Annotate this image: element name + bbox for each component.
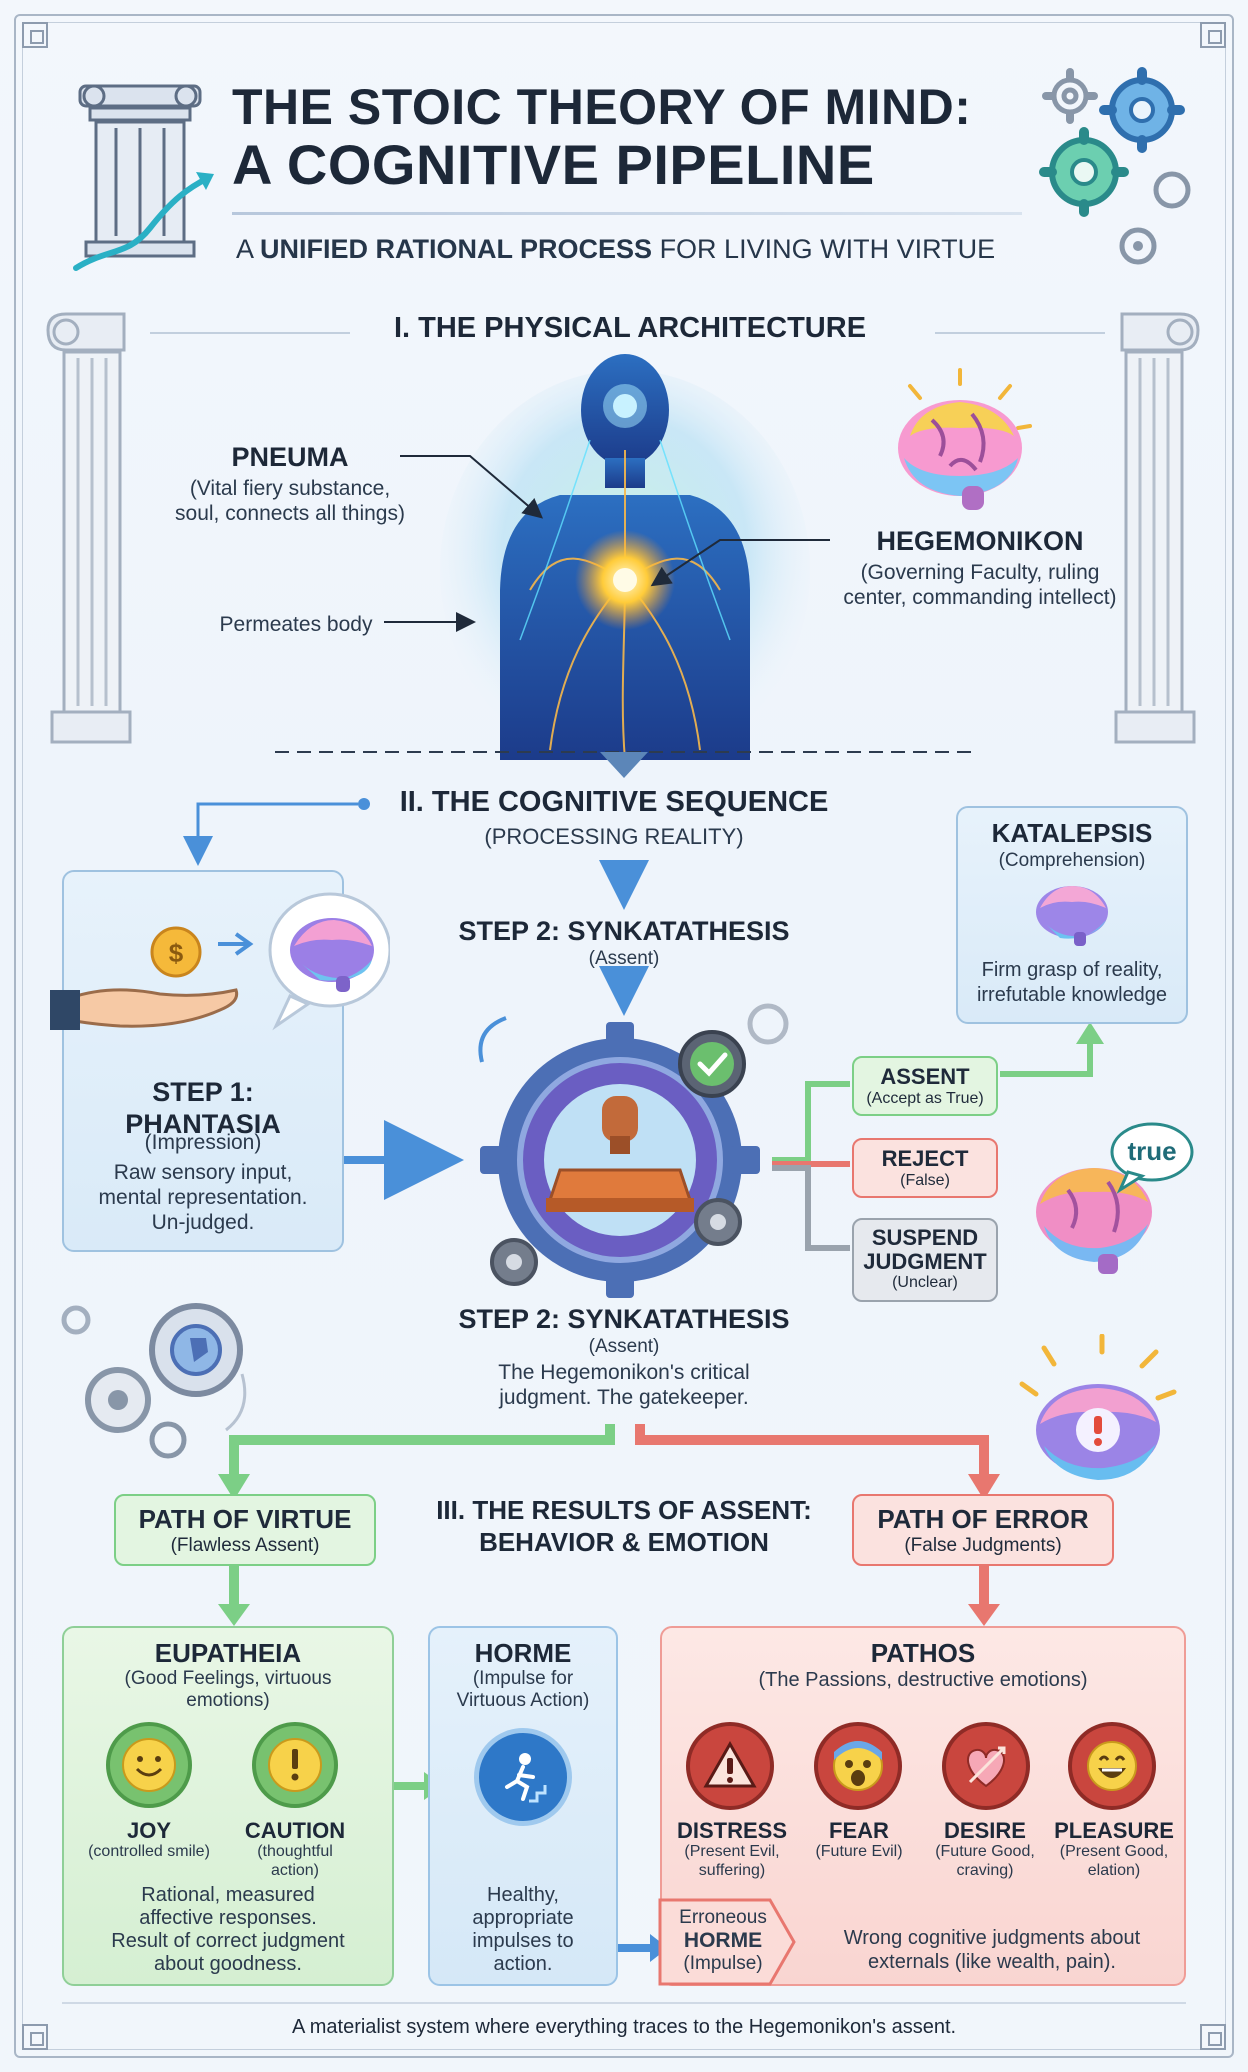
column-growth-icon bbox=[73, 84, 214, 271]
ionic-column-right bbox=[1114, 312, 1200, 744]
brain-true-bubble-icon bbox=[1036, 1122, 1194, 1274]
pathos-description: Wrong cognitive judgments about external… bbox=[843, 1927, 1141, 1973]
inner-frame bbox=[22, 22, 1226, 2050]
katalepsis-description: Firm grasp of reality, irrefutable knowl… bbox=[976, 959, 1168, 1006]
step1-title: STEP 1: PHANTASIA bbox=[125, 1077, 281, 1139]
hegemonikon-description: (Governing Faculty, ruling center, comma… bbox=[843, 561, 1117, 609]
hand-coin-brain-illustration: $ bbox=[50, 892, 390, 1031]
step2-bottom-sub: (Assent) bbox=[588, 1336, 660, 1357]
step2-top-title: STEP 2: SYNKATATHESIS bbox=[458, 916, 790, 946]
permeates-body-label: Permeates body bbox=[219, 613, 373, 636]
fear-sub: (Future Evil) bbox=[815, 1843, 903, 1860]
pathos-sub: (The Passions, destructive emotions) bbox=[758, 1669, 1088, 1691]
corner-ornament-top-left bbox=[22, 22, 48, 48]
caution-thinking-icon bbox=[252, 1722, 338, 1808]
distress-sub: (Present Evil, suffering) bbox=[684, 1843, 780, 1879]
title-line-2: A COGNITIVE PIPELINE bbox=[232, 133, 875, 196]
pleasure-sub: (Present Good, elation) bbox=[1059, 1843, 1169, 1879]
path-of-virtue: PATH OF VIRTUE (Flawless Assent) bbox=[114, 1494, 376, 1566]
reject-outcome: REJECT (False) bbox=[852, 1138, 998, 1198]
section1-heading: I. THE PHYSICAL ARCHITECTURE bbox=[393, 312, 867, 344]
distress-label: DISTRESS bbox=[676, 1818, 788, 1843]
joy-sub: (controlled smile) bbox=[88, 1843, 210, 1860]
katalepsis-brain-icon bbox=[1036, 886, 1108, 946]
pathos-title: PATHOS bbox=[870, 1638, 976, 1668]
pleasure-grin-icon bbox=[1068, 1722, 1156, 1810]
alert-brain-icon bbox=[1019, 1334, 1177, 1480]
step2-bottom-title: STEP 2: SYNKATATHESIS bbox=[458, 1304, 790, 1334]
title-rule bbox=[232, 212, 1022, 215]
eupatheia-description: Rational, measured affective responses. … bbox=[111, 1884, 345, 1975]
fear-face-icon bbox=[814, 1722, 902, 1810]
horme-sub: (Impulse for Virtuous Action) bbox=[456, 1668, 590, 1711]
footer-caption: A materialist system where everything tr… bbox=[291, 2016, 957, 2038]
section2-heading: II. THE COGNITIVE SEQUENCE bbox=[399, 786, 829, 818]
pleasure-label: PLEASURE bbox=[1054, 1818, 1174, 1843]
human-figure-illustration bbox=[440, 354, 810, 760]
processing-gears-icon bbox=[61, 1303, 247, 1459]
distress-warning-icon bbox=[686, 1722, 774, 1810]
step2-bottom-description: The Hegemonikon's critical judgment. The… bbox=[498, 1361, 750, 1409]
step2-top-sub: (Assent) bbox=[588, 948, 660, 969]
ionic-column-left bbox=[46, 312, 132, 744]
subtitle: A UNIFIED RATIONAL PROCESS FOR LIVING WI… bbox=[236, 234, 996, 264]
joy-smile-icon bbox=[106, 1722, 192, 1808]
path-of-error: PATH OF ERROR (False Judgments) bbox=[852, 1494, 1114, 1566]
section2-subheading: (PROCESSING REALITY) bbox=[484, 824, 744, 849]
pneuma-description: (Vital fiery substance, soul, connects a… bbox=[175, 477, 405, 525]
step1-sub: (Impression) bbox=[144, 1131, 262, 1154]
erroneous-horme-tag bbox=[658, 1898, 796, 1986]
section1-rule-right bbox=[935, 332, 1105, 334]
corner-ornament-top-right bbox=[1200, 22, 1226, 48]
main-title: THE STOIC THEORY OF MIND: A COGNITIVE PI… bbox=[232, 78, 1052, 194]
running-stairs-icon bbox=[474, 1728, 572, 1826]
true-bubble-text: true bbox=[1127, 1136, 1177, 1166]
eupatheia-title: EUPATHEIA bbox=[154, 1638, 302, 1668]
title-line-1: THE STOIC THEORY OF MIND: bbox=[232, 79, 972, 135]
joy-label: JOY bbox=[126, 1818, 172, 1843]
pneuma-label: PNEUMA bbox=[231, 442, 349, 472]
corner-ornament-bottom-right bbox=[1200, 2024, 1226, 2050]
gatekeeper-gear-stamp bbox=[478, 1003, 789, 1298]
eupatheia-card bbox=[62, 1626, 394, 1986]
corner-ornament-bottom-left bbox=[22, 2024, 48, 2050]
eupatheia-sub: (Good Feelings, virtuous emotions) bbox=[124, 1668, 332, 1711]
rainbow-brain-icon bbox=[898, 368, 1032, 510]
gears-icon bbox=[1039, 67, 1191, 265]
footer-rule bbox=[62, 2002, 1186, 2004]
hegemonikon-label: HEGEMONIKON bbox=[876, 526, 1084, 556]
caution-label: CAUTION bbox=[244, 1818, 346, 1843]
suspend-judgment-outcome: SUSPEND JUDGMENT (Unclear) bbox=[852, 1218, 998, 1302]
fear-label: FEAR bbox=[829, 1818, 889, 1843]
outer-frame bbox=[14, 14, 1234, 2058]
caution-sub: (thoughtful action) bbox=[257, 1843, 333, 1879]
section3-heading: III. THE RESULTS OF ASSENT: BEHAVIOR & E… bbox=[436, 1495, 812, 1557]
svg-text:$: $ bbox=[169, 938, 184, 968]
section1-rule-left bbox=[150, 332, 350, 334]
step1-description: Raw sensory input, mental representation… bbox=[98, 1161, 308, 1234]
katalepsis-title: KATALEPSIS bbox=[991, 818, 1153, 848]
desire-label: DESIRE bbox=[944, 1818, 1026, 1843]
erroneous-horme-text: Erroneous HORME (Impulse) bbox=[679, 1907, 767, 1974]
desire-heart-icon bbox=[942, 1722, 1030, 1810]
horme-title: HORME bbox=[474, 1638, 572, 1668]
katalepsis-sub: (Comprehension) bbox=[998, 850, 1146, 871]
desire-sub: (Future Good, craving) bbox=[935, 1843, 1035, 1879]
horme-description: Healthy, appropriate impulses to action. bbox=[472, 1884, 574, 1975]
assent-outcome: ASSENT (Accept as True) bbox=[852, 1056, 998, 1116]
